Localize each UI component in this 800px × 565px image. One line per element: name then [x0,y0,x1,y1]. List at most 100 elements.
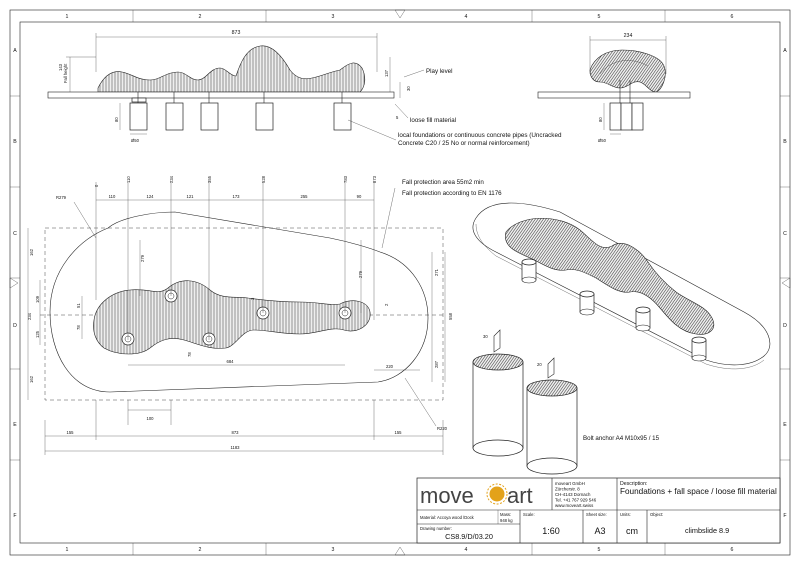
description-value: Foundations + fall space / loose fill ma… [620,487,777,496]
company-line: Tel. +41 767 929 546 [555,498,597,503]
col-label: 4 [465,14,468,20]
seg-90: 90 [357,194,362,199]
centre-mark-left [9,277,19,289]
column-labels-bottom: 1 2 3 4 5 6 [66,547,734,553]
inner-dim-51: 51 [76,303,81,308]
bolt-anchor-small: 20 [526,357,578,475]
fall-height-label: Fall height [63,63,68,83]
loose-fill-label: loose fill material [410,117,456,124]
bolt-dim-label: 30 [483,334,488,339]
row-labels-right: A B C D E F [783,48,787,519]
row-label: A [783,48,787,54]
col-label: 3 [332,14,335,20]
seg-110: 110 [109,194,116,199]
company-line: www.moveart.swiss [555,503,594,508]
tick-873: 873 [372,175,377,183]
end-structure [589,49,666,93]
tick-234: 234 [169,175,174,183]
row-label: D [13,323,17,329]
column-ticks [10,10,790,555]
dim-80-end: 80 [598,117,603,122]
side-view: 873 Fall height 143 80 Ø50 1 [47,30,561,147]
row-label: F [13,513,16,519]
tick-110: 110 [126,176,131,183]
fall-area-note-1: Fall protection area 55m2 min [402,179,484,186]
column-labels-top: 1 2 3 4 5 6 [66,14,734,20]
row-label: B [783,139,787,145]
inner-dim-78b: 78 [187,352,192,357]
plan-view: 0 110 234 355 528 783 873 110 124 121 17… [27,175,502,455]
centre-mark-right [781,277,791,289]
inner-dim-2: 2 [384,303,389,306]
seg-173: 173 [233,194,241,199]
col-label: 4 [465,547,468,553]
sheet-size-value: A3 [594,526,605,536]
material-label: Material: Accoya wood /Dock [420,515,475,520]
dim-80-side: 80 [114,117,119,122]
units-value: cm [626,526,638,536]
row-label: F [783,513,786,519]
bolt-dim-label-2: 20 [537,362,542,367]
iso-posts [521,258,707,362]
object-label: Object: [650,512,663,517]
tick-528: 528 [261,175,266,183]
tick-355: 355 [207,175,212,183]
dim-100: 100 [147,416,155,421]
row-label: E [13,422,17,428]
dim-873-side: 873 [232,30,241,36]
object-value: climbslide 8.9 [685,526,729,535]
radius-r279: R279 [56,195,67,200]
col-label: 6 [731,14,734,20]
row-label: B [13,139,17,145]
iso-view: 30 20 Bolt anchor A4 M10x95 / 15 [472,202,771,475]
inner-dim-3: 3 [250,297,255,300]
col-label: 1 [66,547,69,553]
company-line: CH-4143 Dornach [555,492,591,497]
row-label: A [13,48,17,54]
left-dim-234: 234 [27,312,32,320]
title-block: move art moveart GmbH Zürcherstr. 8 CH-4… [416,477,781,544]
col-label: 5 [598,14,601,20]
seg-255: 255 [301,194,309,199]
play-level-label: Play level [426,68,452,75]
tick-783: 783 [343,175,348,183]
col-label: 2 [199,547,202,553]
centre-mark-bottom [394,546,406,556]
logo-move: move [420,483,474,508]
inner-dim-279: 279 [140,254,145,262]
dim-137: 137 [384,69,389,77]
fall-area-rectangle [44,227,444,401]
plan-posts [121,289,352,346]
sheet-size-label: Sheet size: [586,512,607,517]
fall-area-note-2: Fall protection according to EN 1176 [402,190,502,197]
dim-5: 5 [396,115,399,120]
logo-art: art [507,483,533,508]
tick-0: 0 [94,184,99,187]
side-posts [129,92,352,131]
col-label: 3 [332,547,335,553]
left-dim-162-top: 162 [29,248,34,256]
iso-structure [505,217,715,335]
radius-r220: R220 [437,426,448,431]
left-dim-162-bottom: 162 [29,375,34,383]
scale-value: 1:60 [542,526,560,536]
dim-684: 684 [227,359,235,364]
dim-143: 143 [58,63,63,71]
scale-label: Scale: [523,512,535,517]
col-label: 6 [731,547,734,553]
side-structure [97,45,366,93]
col-label: 2 [199,14,202,20]
inner-dim-78: 78 [76,325,81,330]
seg-124: 124 [147,194,155,199]
row-label: C [13,231,17,237]
description-label: Description: [620,481,647,487]
drawing-number-label: Drawing number: [420,526,452,531]
mass-value: 948 kg [500,518,513,523]
dim-220: 220 [386,364,394,369]
dim-o50-side: Ø50 [131,138,140,143]
row-label: E [783,422,787,428]
foundations-note: local foundations or continuous concrete… [398,132,561,147]
bottom-dim-155-right: 155 [395,430,403,435]
right-dim-279: 279 [358,270,363,278]
